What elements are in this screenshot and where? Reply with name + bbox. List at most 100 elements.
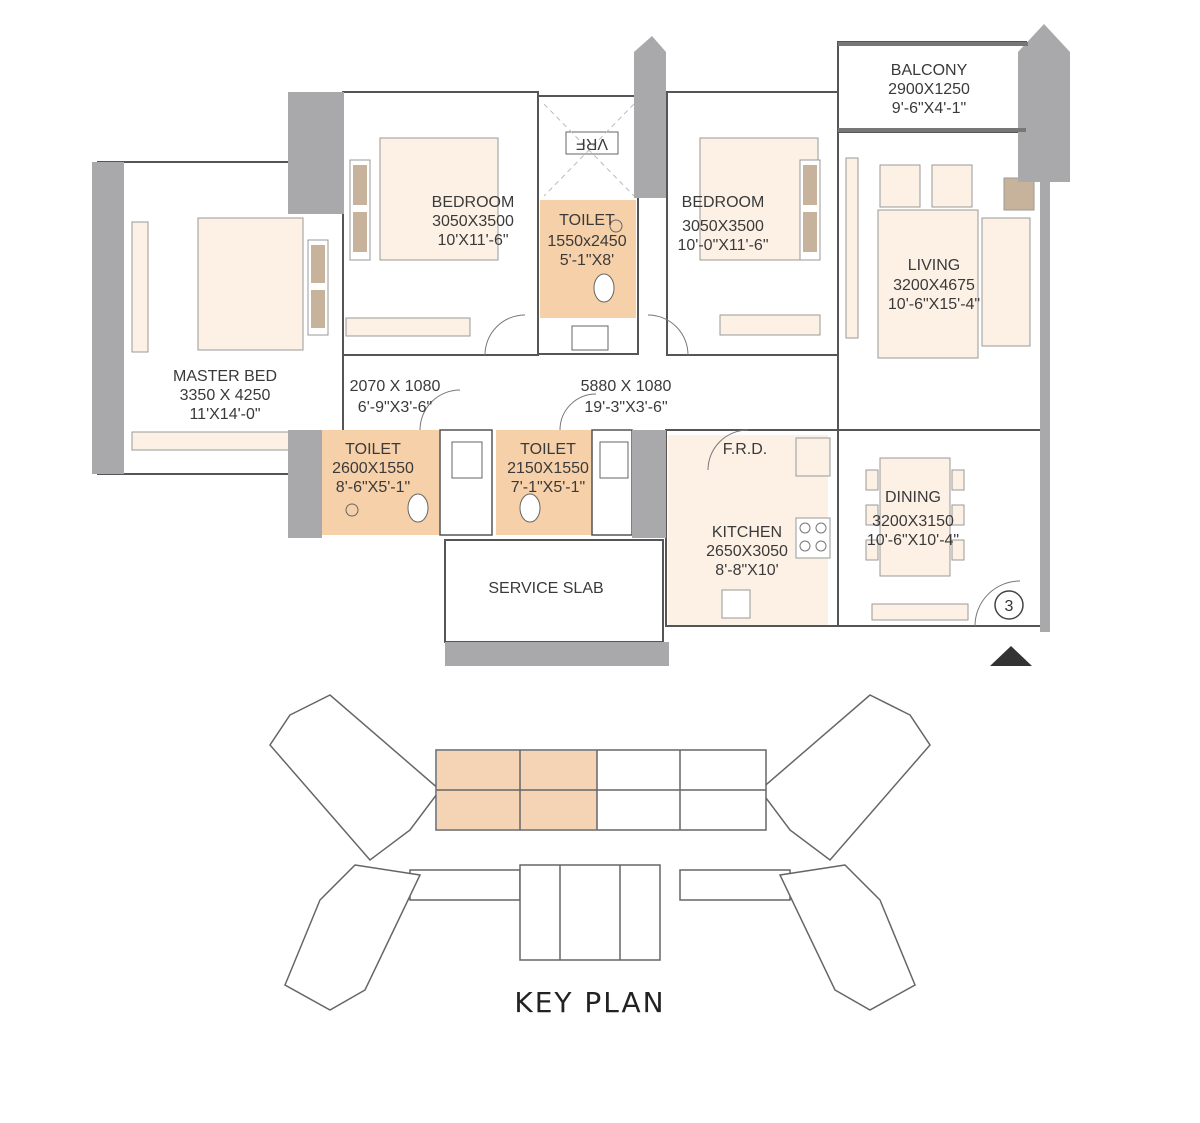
- balcony-imperial: 9'-6"X4'-1": [892, 100, 966, 117]
- balcony-door: [838, 128, 1026, 132]
- door-swing-bedroom-2: [647, 314, 689, 356]
- kitchen-sink: [721, 589, 751, 619]
- key-plan-title: KEY PLAN: [514, 986, 665, 1019]
- toilet-3-room: [496, 430, 592, 535]
- master-ledge: [131, 431, 293, 451]
- living-side-table: [1003, 177, 1035, 211]
- dining-chair-3: [865, 539, 879, 561]
- bedroom-2-ledge: [719, 314, 821, 336]
- unit-number: 3: [1005, 598, 1014, 615]
- master-bed-name: MASTER BED: [173, 368, 277, 385]
- key-plan-corridor-left: [409, 869, 521, 901]
- door-swing-kitchen: [707, 429, 749, 471]
- dining-chair-1: [865, 469, 879, 491]
- door-swing-toilet-3: [559, 393, 597, 431]
- toilet-2-basin: [451, 441, 483, 479]
- dining-table: [879, 457, 951, 577]
- vrf-diagonal-2: [543, 103, 635, 197]
- master-side-table-top: [311, 245, 325, 283]
- key-plan-wing-bottom-right: [778, 864, 916, 1011]
- toilet-3-metric: 2150X1550: [507, 460, 589, 477]
- toilet-2-metric: 2600X1550: [332, 460, 414, 477]
- dining-imperial: 10'-6"X10'-4": [867, 532, 959, 549]
- door-swing-bedroom-1: [484, 314, 526, 356]
- kitchen-metric: 2650X3050: [706, 543, 788, 560]
- bedroom-1-side-table-bottom: [353, 212, 367, 252]
- key-plan-wing-top-right: [758, 694, 931, 862]
- living-armchair-1: [879, 164, 921, 208]
- bedroom-2-side-table-top: [803, 165, 817, 205]
- living-metric: 3200X4675: [893, 277, 975, 294]
- bedroom-1-bed: [379, 137, 499, 261]
- living-seating: [877, 209, 979, 359]
- key-plan-corridor-right: [679, 869, 791, 901]
- key-plan-drawing: [269, 694, 931, 1011]
- bedroom-1-imperial: 10'X11'-6": [437, 232, 508, 249]
- toilet-3-basin: [599, 441, 629, 479]
- toilet-2-imperial: 8'-6"X5'-1": [336, 479, 410, 496]
- bedroom-2-side-table-bottom: [803, 212, 817, 252]
- balcony-metric: 2900X1250: [888, 81, 970, 98]
- master-bed-furniture: [197, 217, 304, 351]
- living-armchair-2: [931, 164, 973, 208]
- passage-2-imperial: 19'-3"X3'-6": [584, 399, 667, 416]
- wall-west: [92, 162, 124, 474]
- fridge-unit: [795, 437, 831, 477]
- passage-1-imperial: 6'-9"X3'-6": [358, 399, 432, 416]
- bedroom-2-metric: 3050X3500: [682, 218, 764, 235]
- living-name: LIVING: [908, 257, 960, 274]
- toilet-2-shower: [345, 503, 359, 517]
- bedroom-2-imperial: 10'-0"X11'-6": [678, 237, 769, 254]
- wall-south: [445, 642, 669, 666]
- toilet-1-metric: 1550x2450: [547, 233, 626, 250]
- frd-label: F.R.D.: [723, 441, 767, 458]
- toilet-3-imperial: 7'-1"X5'-1": [511, 479, 585, 496]
- bedroom-1-metric: 3050X3500: [432, 213, 514, 230]
- dining-metric: 3200X3150: [872, 513, 954, 530]
- living-sofa: [981, 217, 1031, 347]
- master-side-table-bottom: [311, 290, 325, 328]
- bedroom-1-side-table-top: [353, 165, 367, 205]
- dining-chair-6: [951, 539, 965, 561]
- column-1: [288, 92, 344, 214]
- room-labels: BALCONY 2900X1250 9'-6"X4'-1" BEDROOM 30…: [173, 62, 980, 597]
- column-4: [288, 430, 322, 538]
- toilet-3-name: TOILET: [520, 441, 576, 458]
- toilet-1-imperial: 5'-1"X8': [560, 252, 614, 269]
- toilet-3-wc: [519, 493, 541, 523]
- dining-chair-5: [951, 504, 965, 526]
- wall-east: [1040, 182, 1050, 632]
- hob-burner-3: [799, 540, 811, 552]
- bedroom-1-name: BEDROOM: [432, 194, 515, 211]
- master-wardrobe: [131, 221, 149, 353]
- toilet-1-shower: [609, 219, 623, 233]
- key-plan-wing-top-left: [269, 694, 442, 862]
- toilet-2-name: TOILET: [345, 441, 401, 458]
- bedroom-2-name: BEDROOM: [682, 194, 765, 211]
- vrf-box: [565, 131, 619, 155]
- column-5: [632, 430, 666, 538]
- living-imperial: 10'-6"X15'-4": [888, 296, 980, 313]
- balcony-railing: [838, 42, 1028, 46]
- hob-burner-1: [799, 522, 811, 534]
- service-slab-label: SERVICE SLAB: [488, 580, 603, 597]
- dining-chair-4: [951, 469, 965, 491]
- passage-1-metric: 2070 X 1080: [350, 378, 441, 395]
- dining-chair-2: [865, 504, 879, 526]
- kitchen-name: KITCHEN: [712, 524, 782, 541]
- hob-burner-4: [815, 540, 827, 552]
- hob-burner-2: [815, 522, 827, 534]
- vrf-label: VRF: [576, 135, 608, 152]
- toilet-1-basin: [571, 325, 609, 351]
- toilet-1-wc: [593, 273, 615, 303]
- dining-sideboard: [871, 603, 969, 621]
- door-swing-toilet-2: [419, 389, 461, 431]
- key-plan-wing-bottom-left: [284, 864, 422, 1011]
- balcony-name: BALCONY: [891, 62, 968, 79]
- master-bed-imperial: 11'X14'-0": [189, 406, 260, 423]
- living-window-ledge: [845, 157, 859, 339]
- dining-name: DINING: [885, 489, 941, 506]
- toilet-2-wc: [407, 493, 429, 523]
- key-plan-core: [519, 864, 661, 961]
